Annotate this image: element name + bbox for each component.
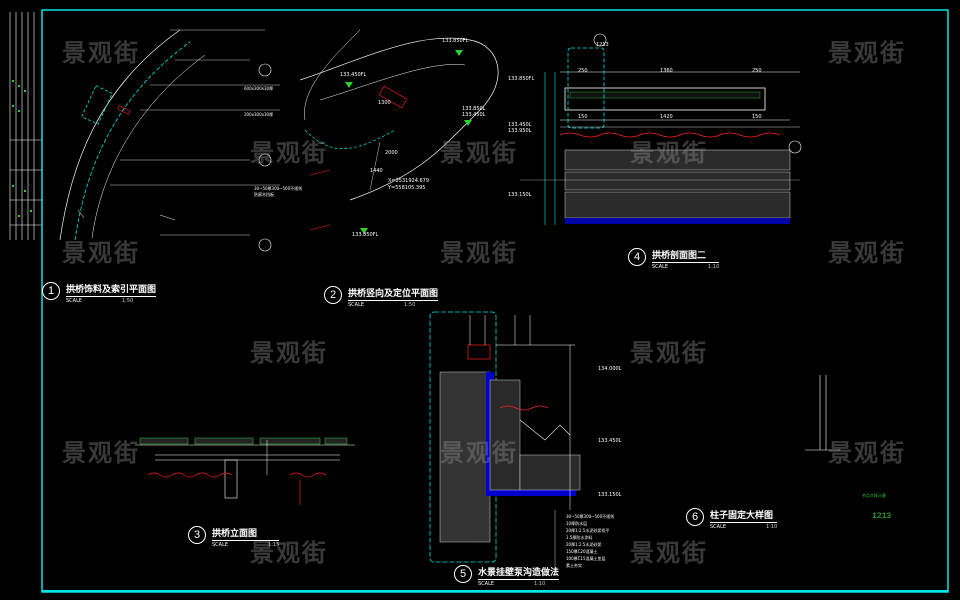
panel1-note: 200x300x30厚 [244,112,274,117]
panel1-note: 防腐木挡板 [254,192,274,197]
panel-number-badge: 3 [188,526,206,544]
panel-number-badge: 1 [42,282,60,300]
panel5-note: 20厚1:2.5水泥砂浆 [566,542,602,547]
panel-number-badge: 2 [324,286,342,304]
elevation-label: 133.450FL [340,72,367,78]
elevation-label: 133.850FL [508,76,535,82]
panel3-elevation [135,437,355,505]
scale-value: 1:10 [708,264,720,270]
elevation-label: 133.450L [508,122,532,128]
coordinate-label: Y=558105.395 [388,185,426,191]
panel-title-text: 拱桥立面图 [212,526,280,541]
scale-value: 1:10 [766,524,778,530]
panel6-title: 6 柱子固定大样图 SCALE 1:10 [686,508,778,530]
scale-label: SCALE [348,302,365,308]
panel-title-text: 拱桥竖向及定位平面图 [348,286,439,301]
drawing-frame [41,9,949,593]
frame-inner-bottom [42,590,948,592]
panel5-note: 素土夯实 [566,563,582,568]
elevation-label: 133.150L [598,492,622,498]
panel6-note: 节点大样示意 [862,493,886,498]
panel2-title: 2 拱桥竖向及定位平面图 SCALE 1:50 [324,286,439,308]
elevation-label: 133.850L [462,106,486,112]
panel-number-badge: 6 [686,508,704,526]
scale-label: SCALE [66,298,83,304]
dimension-label: 150 [752,114,762,120]
scale-label: SCALE [212,542,229,548]
panel4-title: 4 拱桥剖面图二 SCALE 1:10 [628,248,720,270]
panel1-plan [59,29,280,252]
scale-label: SCALE [478,581,495,587]
panel2-plan [299,29,499,234]
panel1-note: 600x300x30厚 [244,86,274,91]
scale-label: SCALE [710,524,727,530]
panel-title-text: 柱子固定大样图 [710,508,778,523]
panel5-note: 20厚1:2.5水泥砂浆找平 [566,528,610,533]
elevation-label: 133.150L [508,192,532,198]
elevation-label: 133.450L [598,438,622,444]
dimension-label: 2000 [385,150,398,156]
panel5-detail [429,311,581,575]
panel5-note: 150厚C20混凝土 [566,549,598,554]
left-table [9,12,42,240]
panel5-note: 10厚防水层 [566,521,588,526]
dimension-label: 1300 [378,100,391,106]
dimension-label: 1360 [660,68,673,74]
dimension-label: 250 [578,68,588,74]
panel-number-badge: 5 [454,565,472,583]
elevation-label: 133.850FL [352,232,379,238]
panel-number-badge: 4 [628,248,646,266]
panel-title-text: 水景挂壁泵沟造做法 [478,565,560,580]
panel6-detail [805,375,840,451]
panel5-note: 1.5厚防水涂料 [566,535,593,540]
elevation-label: 133.450L [462,112,486,118]
dimension-label: 1440 [370,168,383,174]
dimension-label: 1420 [660,114,673,120]
scale-value: 1:10 [534,581,546,587]
panel5-note: 30~50厚300~500不规则 [566,514,615,519]
coordinate-label: X=2531924.679 [388,178,430,184]
section-ref: 1213 [596,42,609,48]
elevation-label: 133.950L [508,128,532,134]
panel6-code: 1213 [872,512,892,521]
panel5-note: 100厚C15混凝土垫层 [566,556,606,561]
dimension-label: 150 [578,114,588,120]
elevation-label: 134.000L [598,366,622,372]
panel3-title: 3 拱桥立面图 SCALE 1:15 [188,526,280,548]
panel1-title: 1 拱桥饰料及索引平面图 SCALE 1:50 [42,282,157,304]
panel-title-text: 拱桥饰料及索引平面图 [66,282,157,297]
panel1-note: 30~50厚300~500不规则 [254,186,303,191]
scale-value: 1:15 [268,542,280,548]
scale-value: 1:50 [404,302,416,308]
scale-label: SCALE [652,264,669,270]
dimension-label: 250 [752,68,762,74]
elevation-label: 133.850FL [442,38,469,44]
panel4-section [520,33,802,225]
left-table-marks [12,80,32,217]
scale-value: 1:50 [122,298,134,304]
panel5-title: 5 水景挂壁泵沟造做法 SCALE 1:10 [454,565,560,587]
panel-title-text: 拱桥剖面图二 [652,248,720,263]
